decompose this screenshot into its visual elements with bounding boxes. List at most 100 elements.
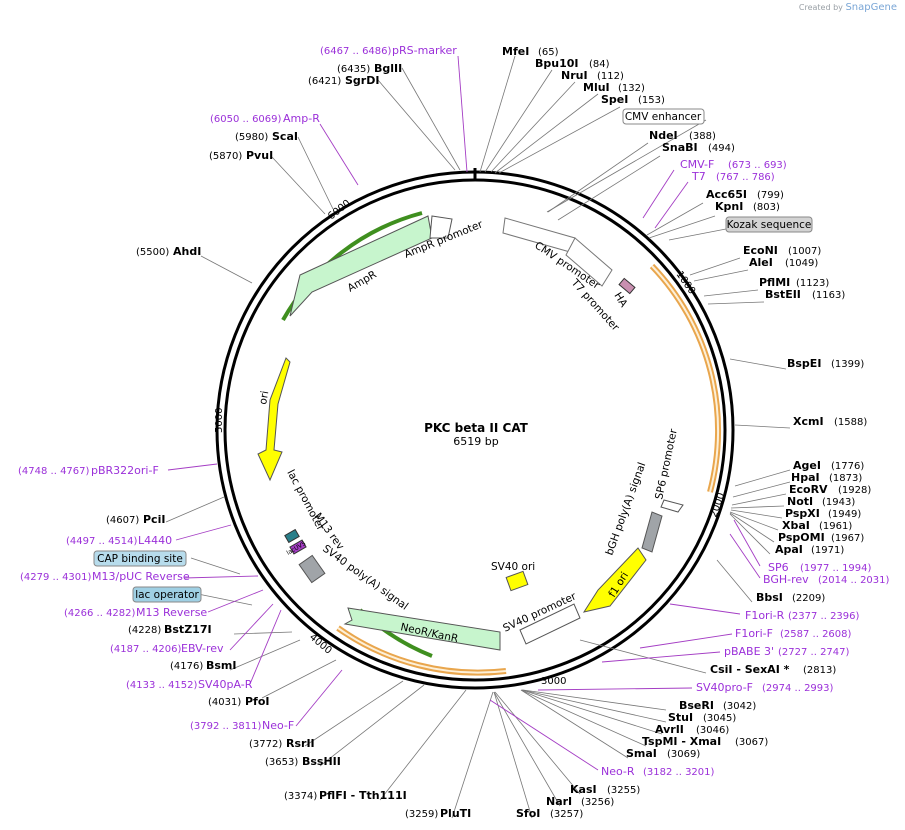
svg-text:(3255): (3255) — [607, 785, 640, 796]
enzyme-label-kasi[interactable]: KasI(3255) — [570, 783, 640, 796]
enzyme-label-agei[interactable]: AgeI(1776) — [793, 459, 864, 472]
svg-text:lac operator: lac operator — [135, 589, 199, 601]
enzyme-label-rsrii[interactable]: RsrII(3772) — [249, 737, 315, 750]
svg-text:(4607): (4607) — [106, 515, 139, 526]
enzyme-label-hpai[interactable]: HpaI(1873) — [791, 471, 862, 484]
primer-label-t7[interactable]: T7(767 .. 786) — [691, 170, 775, 183]
enzyme-label-pluti[interactable]: PluTI(3259) — [405, 807, 471, 820]
enzyme-label-tspmi-xmai[interactable]: TspMI - XmaI(3067) — [642, 735, 768, 748]
enzyme-label-sfoi[interactable]: SfoI(3257) — [516, 807, 583, 820]
svg-text:NdeI: NdeI — [649, 129, 678, 142]
enzyme-label-bsteii[interactable]: BstEII(1163) — [765, 288, 845, 301]
primer-label-m13-reverse[interactable]: (4266 .. 4282)M13 Reverse — [64, 606, 207, 619]
svg-text:(3259): (3259) — [405, 809, 438, 820]
primer-label-sp6[interactable]: SP6(1977 .. 1994) — [768, 561, 872, 574]
enzyme-label-scai[interactable]: ScaI(5980) — [235, 130, 298, 143]
enzyme-label-nrui[interactable]: NruI(112) — [561, 69, 624, 82]
svg-text:(4176): (4176) — [170, 661, 203, 672]
enzyme-label-bspei[interactable]: BspEI(1399) — [787, 357, 864, 370]
svg-text:(5870): (5870) — [209, 151, 242, 162]
enzyme-label-bsmi[interactable]: BsmI(4176) — [170, 659, 237, 672]
primer-label-f1ori-r[interactable]: F1ori-R(2377 .. 2396) — [745, 609, 860, 622]
svg-text:PspXI: PspXI — [785, 507, 820, 520]
enzyme-label-smai[interactable]: SmaI(3069) — [626, 747, 700, 760]
primer-label-bgh-rev[interactable]: BGH-rev(2014 .. 2031) — [763, 573, 890, 586]
enzyme-label-pfoi[interactable]: PfoI(4031) — [208, 695, 270, 708]
svg-text:(6050 .. 6069): (6050 .. 6069) — [210, 114, 282, 125]
svg-text:SV40pA-R: SV40pA-R — [198, 678, 253, 691]
enzyme-label-acc65i[interactable]: Acc65I(799) — [706, 188, 784, 201]
svg-text:M13/pUC Reverse: M13/pUC Reverse — [92, 570, 190, 583]
svg-text:PvuI: PvuI — [246, 149, 273, 162]
box-label-cmv-enhancer[interactable]: CMV enhancer — [622, 108, 705, 125]
svg-text:(6421): (6421) — [308, 76, 341, 87]
enzyme-label-mfei[interactable]: MfeI(65) — [502, 45, 559, 58]
enzyme-label-ecorv[interactable]: EcoRV(1928) — [789, 483, 871, 496]
primer-label-prs-marker[interactable]: (6467 .. 6486)pRS-marker — [320, 44, 457, 57]
enzyme-label-bglii[interactable]: BglII(6435) — [337, 62, 402, 75]
svg-text:(1971): (1971) — [811, 545, 844, 556]
enzyme-label-econi[interactable]: EcoNI(1007) — [743, 244, 821, 257]
svg-text:TspMI - XmaI: TspMI - XmaI — [642, 735, 721, 748]
svg-text:CMV-F: CMV-F — [680, 158, 714, 171]
svg-text:(4266 .. 4282): (4266 .. 4282) — [64, 608, 136, 619]
enzyme-label-pspomi[interactable]: PspOMI(1967) — [778, 531, 864, 544]
svg-text:F1ori-F: F1ori-F — [735, 627, 773, 640]
primer-label-l4440[interactable]: (4497 .. 4514)L4440 — [66, 534, 172, 547]
enzyme-label-mlui[interactable]: MluI(132) — [583, 81, 645, 94]
primer-label-m13-puc-reverse[interactable]: (4279 .. 4301)M13/pUC Reverse — [20, 570, 190, 583]
enzyme-label-pcii[interactable]: PciI(4607) — [106, 513, 165, 526]
enzyme-label-pflmi[interactable]: PflMI(1123) — [759, 276, 829, 289]
primer-label-pbr322ori-f[interactable]: (4748 .. 4767)pBR322ori-F — [18, 464, 159, 477]
enzyme-label-nari[interactable]: NarI(3256) — [546, 795, 614, 808]
enzyme-label-bseri[interactable]: BseRI(3042) — [679, 699, 756, 712]
primer-label-neo-f[interactable]: (3792 .. 3811)Neo-F — [190, 719, 294, 732]
svg-text:SnaBI: SnaBI — [662, 141, 698, 154]
enzyme-label-pflfi-tth111i[interactable]: PflFI - Tth111I(3374) — [284, 789, 407, 802]
enzyme-label-pvui[interactable]: PvuI (5870) — [209, 149, 273, 162]
enzyme-label-ndei[interactable]: NdeI(388) — [649, 129, 716, 142]
svg-text:NruI: NruI — [561, 69, 588, 82]
primer-label-sv40pro-f[interactable]: SV40pro-F(2974 .. 2993) — [696, 681, 834, 694]
enzyme-label-alei[interactable]: AleI(1049) — [749, 256, 818, 269]
enzyme-label-pspxi[interactable]: PspXI(1949) — [785, 507, 861, 520]
enzyme-label-bpu10i[interactable]: Bpu10I(84) — [535, 57, 610, 70]
enzyme-label-xcmi[interactable]: XcmI(1588) — [793, 415, 867, 428]
enzyme-label-xbai[interactable]: XbaI(1961) — [782, 519, 852, 532]
primer-label-cmv-f[interactable]: CMV-F(673 .. 693) — [680, 158, 787, 171]
primer-label-amp-r[interactable]: (6050 .. 6069)Amp-R — [210, 112, 320, 125]
enzyme-label-noti[interactable]: NotI(1943) — [787, 495, 855, 508]
svg-text:AvrII: AvrII — [655, 723, 684, 736]
svg-text:(5980): (5980) — [235, 132, 268, 143]
svg-text:pBR322ori-F: pBR322ori-F — [91, 464, 159, 477]
svg-text:PspOMI: PspOMI — [778, 531, 825, 544]
enzyme-label-sgrdi[interactable]: SgrDI(6421) — [308, 74, 379, 87]
svg-text:(3045): (3045) — [703, 713, 736, 724]
enzyme-label-bbsi[interactable]: BbsI(2209) — [756, 591, 825, 604]
box-label-cap-binding-site[interactable]: CAP binding site — [93, 550, 187, 567]
svg-text:AgeI: AgeI — [793, 459, 821, 472]
box-label-lac-operator[interactable]: lac operator — [132, 586, 202, 603]
svg-text:HpaI: HpaI — [791, 471, 820, 484]
svg-text:BspEI: BspEI — [787, 357, 821, 370]
svg-text:BsmI: BsmI — [206, 659, 237, 672]
primer-label-sv40pa-r[interactable]: (4133 .. 4152)SV40pA-R — [126, 678, 253, 691]
enzyme-label-stui[interactable]: StuI(3045) — [668, 711, 736, 724]
primer-label-neo-r[interactable]: Neo-R(3182 .. 3201) — [601, 765, 715, 778]
svg-text:Amp-R: Amp-R — [283, 112, 320, 125]
primer-label-ebv-rev[interactable]: (4187 .. 4206)EBV-rev — [110, 642, 224, 655]
enzyme-label-csii-sexai[interactable]: CsiI - SexAI *(2813) — [710, 663, 836, 676]
f1-ori-arrow — [582, 547, 647, 613]
svg-text:(1961): (1961) — [819, 521, 852, 532]
enzyme-label-ahdi[interactable]: AhdI(5500) — [136, 245, 201, 258]
primer-label-f1ori-f[interactable]: F1ori-F(2587 .. 2608) — [735, 627, 852, 640]
enzyme-label-apai[interactable]: ApaI(1971) — [775, 543, 844, 556]
enzyme-label-bsshii[interactable]: BssHII(3653) — [265, 755, 341, 768]
enzyme-label-spei[interactable]: SpeI(153) — [601, 93, 665, 106]
enzyme-label-snabi[interactable]: SnaBI(494) — [662, 141, 735, 154]
primer-label-pbabe-3[interactable]: pBABE 3'(2727 .. 2747) — [724, 645, 850, 658]
enzyme-label-kpni[interactable]: KpnI(803) — [715, 200, 780, 213]
enzyme-label-bstz17i[interactable]: BstZ17I(4228) — [128, 623, 212, 636]
enzyme-label-avrii[interactable]: AvrII(3046) — [655, 723, 729, 736]
box-label-kozak-sequence[interactable]: Kozak sequence — [725, 216, 813, 233]
